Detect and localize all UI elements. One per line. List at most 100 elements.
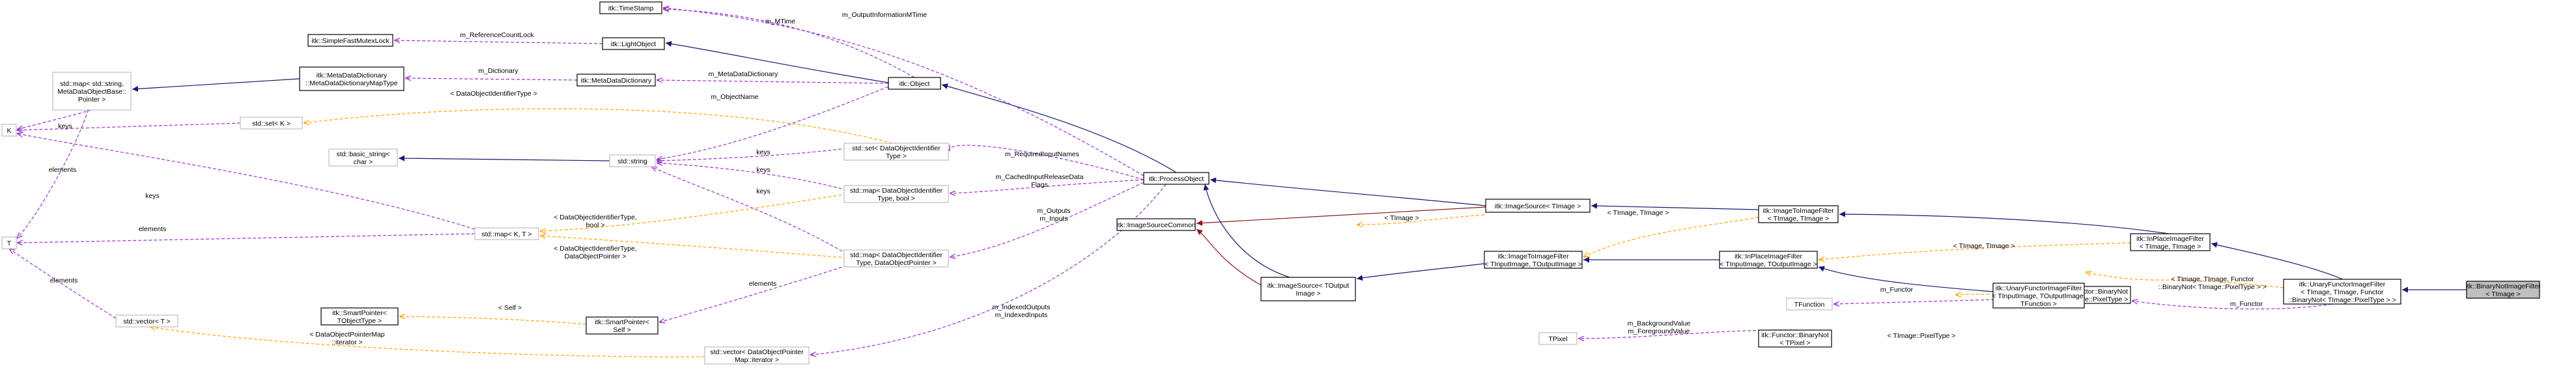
edge-template-40: [540, 193, 847, 231]
node-tfunction[interactable]: TFunction: [1786, 298, 1833, 311]
node-std-map-metadata[interactable]: std::map< std::string,MetaDataObjectBase…: [52, 72, 132, 111]
node-box: [328, 148, 398, 167]
node-unary-functor-generic[interactable]: itk::UnaryFunctorImageFilter< TInputImag…: [1992, 283, 2086, 309]
edge-template-45: [399, 316, 587, 325]
edge-usage-24: [405, 78, 578, 80]
edge-template-5: [1819, 242, 2131, 260]
node-simple-fast-mutex[interactable]: itk::SimpleFastMutexLock: [307, 34, 393, 47]
node-smart-pointer-tobject[interactable]: itk::SmartPointer<TObjectType >: [320, 307, 399, 326]
node-label: std::map< std::string,MetaDataObjectBase…: [57, 80, 126, 104]
node-process-object[interactable]: itk::ProcessObject: [1143, 172, 1210, 185]
edge-usage-36: [657, 148, 847, 161]
node-label: itk::InPlaceImageFilter< TInputImage, TO…: [1720, 253, 1817, 268]
node-box: [599, 1, 662, 14]
edge-usage-7: [1833, 299, 2000, 304]
edge-label-lbl-keys-map-bool: keys: [756, 166, 771, 174]
node-label: itk::ImageToImageFilter< TInputImage, TO…: [1484, 253, 1581, 268]
node-binarynot-filter[interactable]: itk::BinaryNotImageFilter< TImage >: [2466, 281, 2541, 299]
node-unary-functor-binarynot[interactable]: itk::UnaryFunctorImageFilter< TImage, TI…: [2283, 279, 2401, 305]
edge-usage-30: [17, 109, 89, 238]
node-tpixel[interactable]: TPixel: [1538, 332, 1578, 345]
node-meta-data-dictionary-map[interactable]: itk::MetaDataDictionary::MetaDataDiction…: [299, 66, 404, 91]
edge-label-lbl-keys-map-ptr: keys: [756, 188, 771, 195]
edge-usage-33: [950, 179, 1144, 193]
nodes-layer: itk::BinaryNotImageFilter< TImage >itk::…: [1, 1, 2541, 365]
node-box: [474, 227, 539, 240]
edge-label-lbl-pixel-type: < TImage::PixelType >: [1888, 332, 1956, 340]
node-t-node[interactable]: T: [1, 236, 17, 249]
edge-label-lbl-self: < Self >: [498, 304, 522, 312]
edge-inherit-13: [1210, 177, 1486, 206]
node-box: [1719, 251, 1818, 269]
edge-template-11: [1583, 217, 1759, 257]
node-functor-binarynot-tpixel[interactable]: itk::Functor::BinaryNot< TPixel >: [1758, 329, 1832, 348]
node-inplace-timage[interactable]: itk::InPlaceImageFilter< TImage, TImage …: [2130, 233, 2211, 251]
node-box: [2466, 281, 2540, 299]
node-image-source-timage[interactable]: itk::ImageSource< TImage >: [1485, 199, 1591, 213]
edge-usage-38: [651, 167, 847, 255]
node-label: TFunction: [1794, 301, 1825, 309]
node-label: std::set< K >: [252, 120, 290, 128]
node-itk-object[interactable]: itk::Object: [888, 77, 941, 90]
edge-label-lbl-elements-mapkt: elements: [139, 225, 167, 233]
node-label: itk::InPlaceImageFilter< TImage, TImage …: [2136, 235, 2204, 251]
node-label: itk::Object: [899, 80, 930, 88]
node-label: std::basic_string<char >: [336, 150, 389, 166]
edge-usage-25: [657, 80, 889, 84]
edge-inherit-1: [2211, 242, 2343, 280]
node-time-stamp[interactable]: itk::TimeStamp: [599, 1, 662, 14]
edge-protected-17: [1196, 229, 1262, 286]
node-image-to-image-timage[interactable]: itk::ImageToImageFilter< TImage, TImage …: [1758, 205, 1839, 223]
node-image-source-common[interactable]: itk::ImageSourceCommon: [1116, 218, 1196, 231]
edge-inherit-20: [665, 40, 889, 83]
edge-label-lbl-keys-set: keys: [58, 122, 72, 130]
node-label: itk::MetaDataDictionary::MetaDataDiction…: [305, 72, 397, 87]
node-box: [1116, 218, 1196, 231]
node-box: [320, 307, 399, 326]
edge-label-lbl-elements-vector: elements: [50, 277, 78, 285]
node-box: [843, 143, 949, 161]
node-k-node[interactable]: K: [1, 124, 17, 137]
edge-inherit-4: [1839, 211, 2170, 234]
node-std-set-k[interactable]: std::set< K >: [240, 117, 303, 130]
node-box: [1992, 283, 2085, 309]
node-box: [299, 66, 404, 91]
node-image-to-image-generic[interactable]: itk::ImageToImageFilter< TInputImage, TO…: [1484, 251, 1583, 269]
edge-usage-22: [663, 9, 915, 78]
edge-template-46: [150, 327, 705, 357]
node-meta-data-dictionary[interactable]: itk::MetaDataDictionary: [576, 74, 656, 87]
edge-inherit-26: [132, 78, 300, 92]
node-label: TPixel: [1548, 335, 1567, 343]
edge-usage-43: [17, 133, 475, 230]
edge-usage-31: [17, 122, 241, 130]
edge-usage-3: [2132, 301, 2332, 310]
node-label: itk::ImageToImageFilter< TImage, TImage …: [1762, 207, 1834, 223]
node-smart-pointer-self[interactable]: itk::SmartPointer<Self >: [586, 316, 658, 335]
edge-label-lbl-dop-map-iter: < DataObjectPointerMap::iterator >: [309, 331, 384, 346]
node-box: [843, 249, 949, 268]
edge-usage-35: [810, 184, 1167, 355]
edge-label-lbl-elements-smart: elements: [749, 280, 777, 288]
edge-labels-layer: m_OutputInformationMTimem_MTimem_Referen…: [49, 11, 2267, 346]
node-std-map-kt[interactable]: std::map< K, T >: [474, 227, 539, 240]
node-std-vector-t[interactable]: std::vector< T >: [115, 314, 178, 327]
edge-label-lbl-ref-count-lock: m_ReferenceCountLock: [460, 31, 534, 39]
node-basic-string[interactable]: std::basic_string<char >: [328, 148, 398, 167]
node-box: [1484, 251, 1583, 269]
node-inplace-generic[interactable]: itk::InPlaceImageFilter< TInputImage, TO…: [1719, 251, 1818, 269]
node-label: itk::SmartPointer<TObjectType >: [332, 309, 387, 325]
node-label: itk::SmartPointer<Self >: [595, 318, 649, 334]
node-light-object[interactable]: itk::LightObject: [602, 37, 665, 50]
node-std-string[interactable]: std::string: [609, 154, 656, 167]
